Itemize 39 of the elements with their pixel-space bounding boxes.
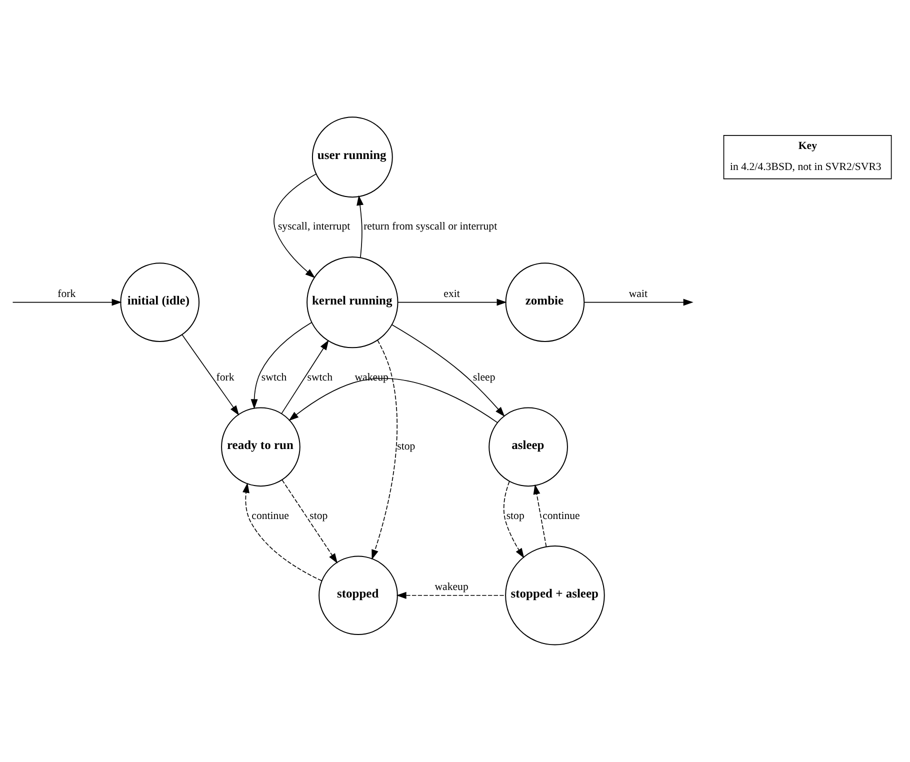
arrow: [12, 298, 122, 306]
edge-label: syscall, interrupt: [278, 220, 350, 233]
node-circle: kernel running: [306, 256, 398, 348]
edge-label: swtch: [307, 372, 333, 384]
edge-label: stop: [310, 510, 328, 522]
arrow: [182, 334, 240, 416]
edge-label: stop: [506, 510, 524, 522]
arrow: [282, 480, 338, 564]
edge-label: swtch: [261, 372, 287, 384]
edge-label: wait: [628, 288, 648, 300]
legend-label: in 4.2/4.3BSD, not in SVR2/SVR3: [730, 160, 882, 173]
arrow: [396, 592, 506, 599]
arrow: [392, 324, 505, 417]
edge-label: continue: [542, 510, 580, 522]
arrow: [281, 340, 329, 414]
arrow: [584, 298, 694, 306]
node-circle: stopped + asleep: [505, 545, 605, 646]
edge-label: sleep: [472, 372, 496, 384]
edge-label: continue: [252, 510, 289, 522]
arrow: [242, 482, 322, 582]
node-circle: zombie: [505, 262, 585, 342]
arrow: [356, 195, 364, 258]
arrow: [398, 298, 507, 306]
edge-label: fork: [58, 288, 76, 300]
node-circle: user running: [312, 116, 393, 198]
arrow: [372, 340, 398, 560]
edge-label: stop: [397, 440, 416, 453]
edge-label: fork: [216, 372, 234, 384]
edge-label: wakeup: [434, 580, 468, 593]
edge-label: exit: [444, 288, 460, 300]
node-circle: stopped: [318, 556, 398, 636]
node-circle: initial (idle): [120, 262, 200, 342]
edge-label: return from syscall or interrupt: [364, 220, 498, 233]
arrow: [274, 174, 317, 278]
arrow: [288, 378, 498, 423]
arrow: [503, 480, 524, 558]
arrow: [533, 484, 547, 547]
arrow: [250, 322, 312, 410]
label: Key: [798, 140, 818, 152]
